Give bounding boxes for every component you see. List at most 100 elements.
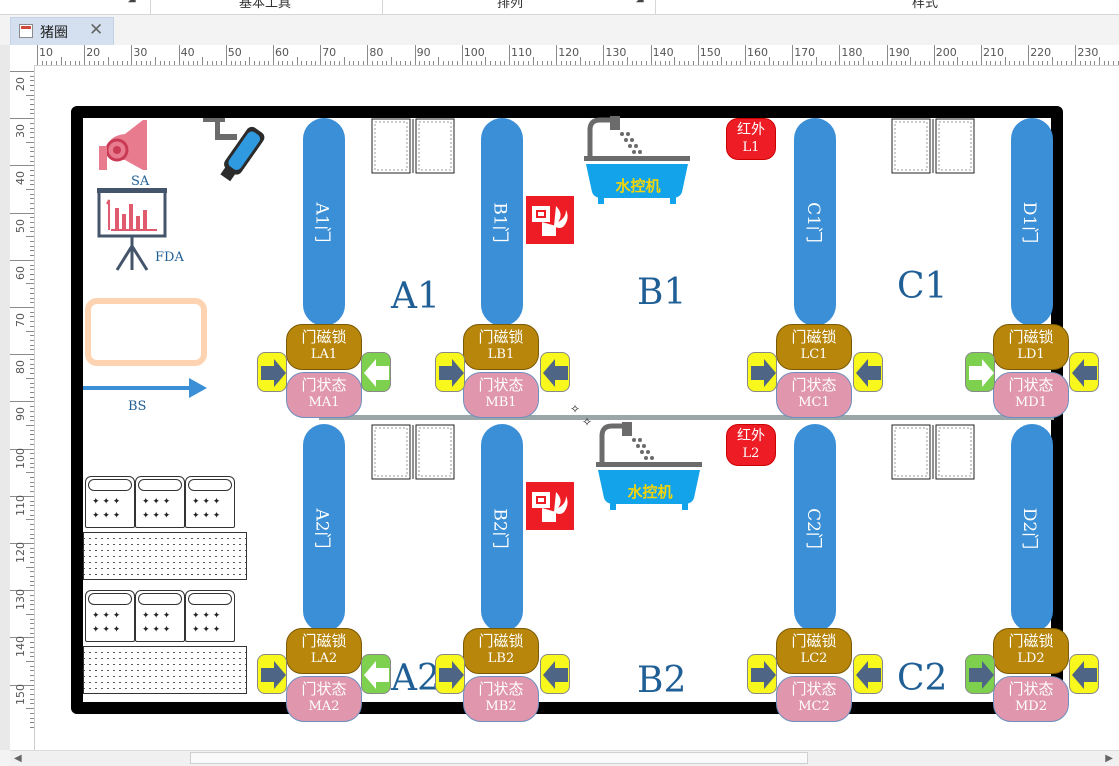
selection-handle-icon[interactable]: ✧	[582, 415, 593, 429]
bs-arrow-icon	[83, 378, 207, 398]
ruler-minor-tick	[452, 61, 454, 65]
ruler-minor-tick	[263, 61, 265, 65]
gate-pillar-a2[interactable]: A2门	[303, 424, 345, 632]
ruler-minor-tick	[282, 61, 284, 65]
ruler-minor-tick	[65, 61, 67, 65]
ruler-minor-tick	[30, 642, 34, 644]
ruler-minor-tick	[46, 61, 48, 65]
ruler-tick	[10, 637, 34, 639]
ruler-minor-tick	[622, 61, 624, 65]
ruler-minor-tick	[579, 57, 581, 65]
ruler-minor-tick	[735, 61, 737, 65]
ruler-minor-tick	[60, 57, 62, 65]
gate-label: D2门	[1019, 507, 1040, 549]
toolbar-group-basic-tools[interactable]: 基本工具	[238, 0, 291, 11]
ruler-minor-tick	[391, 57, 392, 65]
ruler-minor-tick	[30, 486, 34, 488]
gate-pillar-b2[interactable]: B2门	[481, 424, 523, 632]
ruler-minor-tick	[471, 61, 473, 65]
ruler-minor-tick	[287, 61, 289, 65]
ruler-minor-tick	[551, 61, 553, 65]
selection-handle-icon[interactable]: ✧	[570, 402, 581, 416]
water-controller: 水控机	[596, 422, 704, 512]
ruler-minor-tick	[768, 57, 770, 65]
ruler-minor-tick	[221, 61, 223, 65]
feeder-cabinet	[85, 476, 135, 528]
ruler-minor-tick	[30, 462, 34, 464]
toolbar-arrow-icon[interactable]: ◢	[128, 0, 136, 4]
scroll-right-icon[interactable]: ▶	[1105, 753, 1113, 764]
ruler-minor-tick	[30, 453, 34, 455]
fire-alarm-icon	[526, 482, 574, 530]
ruler-tick	[10, 590, 34, 592]
ruler-minor-tick	[711, 61, 713, 65]
ruler-minor-tick	[30, 415, 34, 417]
toolbar-group-style[interactable]: 样式	[911, 0, 938, 11]
ruler-minor-tick	[475, 61, 477, 65]
ruler-minor-tick	[30, 665, 34, 667]
drawing-canvas[interactable]: SA FDA BS	[35, 66, 1119, 750]
scrollbar-thumb[interactable]	[190, 752, 808, 764]
ruler-label: 180	[841, 46, 863, 59]
gate-pillar-d1[interactable]: D1门	[1011, 118, 1053, 326]
horizontal-scrollbar[interactable]: ◀ ▶	[10, 750, 1119, 766]
ruler-minor-tick	[30, 269, 34, 271]
gate-pillar-b1[interactable]: B1门	[481, 118, 523, 326]
ruler-minor-tick	[1051, 57, 1053, 65]
state-code: MB2	[485, 699, 517, 714]
ruler-minor-tick	[30, 297, 34, 299]
fda-label: FDA	[155, 250, 184, 265]
close-icon[interactable]: ✕	[89, 20, 104, 40]
toolbar-arrow-icon[interactable]: ◢	[636, 0, 644, 4]
ruler-label: 230	[1077, 46, 1099, 59]
ruler-tick	[556, 45, 558, 65]
arrow-left-icon	[1069, 654, 1099, 694]
gate-pillar-a1[interactable]: A1门	[303, 118, 345, 326]
ruler-label: 100	[463, 46, 485, 59]
ruler-minor-tick	[30, 113, 34, 115]
ruler-tick	[509, 45, 510, 65]
ruler-minor-tick	[235, 61, 237, 65]
ruler-minor-tick	[30, 429, 34, 431]
ruler-label: 100	[14, 447, 27, 469]
ruler-minor-tick	[30, 321, 34, 323]
arrow-left-icon	[1069, 352, 1099, 392]
ruler-minor-tick	[202, 57, 204, 65]
camera-icon	[203, 118, 265, 182]
ruler-label: 130	[14, 589, 27, 611]
toolbar-group-arrange[interactable]: 排列	[496, 0, 523, 11]
ruler-minor-tick	[655, 61, 657, 65]
ruler-label: 20	[14, 77, 27, 91]
ruler-minor-tick	[617, 61, 619, 65]
ruler-minor-tick	[30, 509, 34, 511]
ruler-minor-tick	[466, 61, 468, 65]
gate-pillar-d2[interactable]: D2门	[1011, 424, 1053, 632]
ruler-minor-tick	[30, 155, 34, 157]
ruler-minor-tick	[30, 207, 34, 209]
ruler-minor-tick	[291, 61, 293, 65]
gate-pillar-c2[interactable]: C2门	[794, 424, 836, 632]
ruler-minor-tick	[30, 302, 34, 304]
state-code: MC1	[798, 395, 830, 410]
ruler-minor-tick	[254, 61, 256, 65]
tab-document[interactable]: 猪圈 ✕	[10, 17, 114, 45]
gate-pillar-c1[interactable]: C1门	[794, 118, 836, 326]
scroll-left-icon[interactable]: ◀	[14, 753, 22, 764]
ruler-tick	[461, 45, 463, 65]
